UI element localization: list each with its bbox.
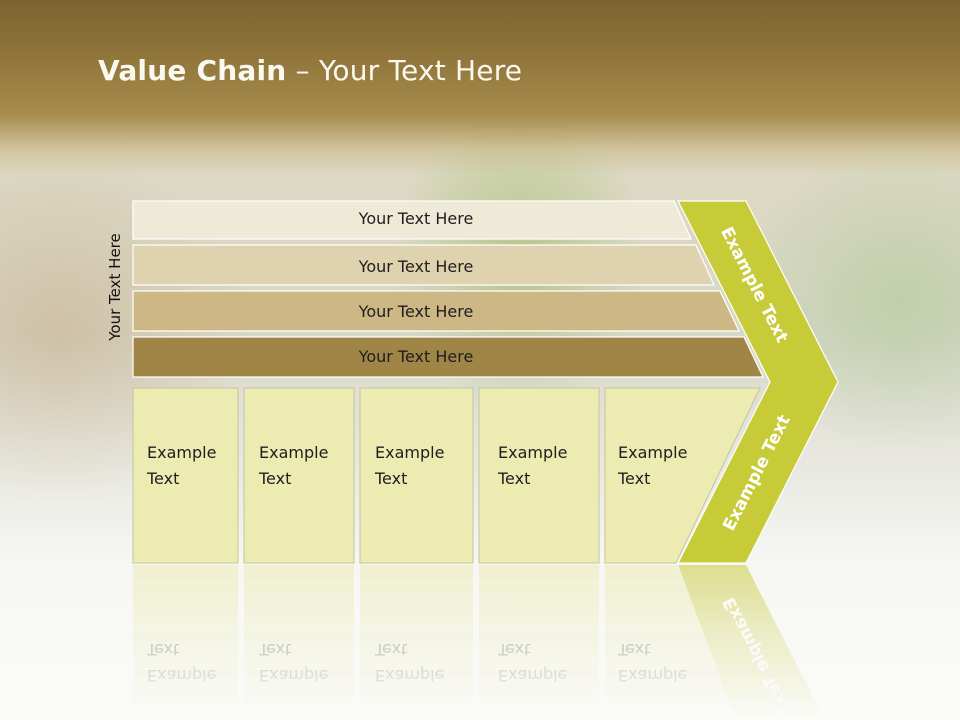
title-band [0, 0, 960, 175]
column-3-line2: Text [374, 469, 407, 488]
column-1 [132, 387, 239, 564]
bar-2 [132, 244, 715, 286]
column-4-line1-reflection: Example [498, 666, 567, 685]
column-1-line2-reflection: Text [146, 640, 179, 659]
column-4-line2-reflection: Text [497, 640, 530, 659]
column-2-reflection [244, 565, 354, 720]
bar-3-label: Your Text Here [358, 302, 474, 321]
title-bold: Value Chain [98, 54, 287, 87]
diagram-reflection: Example Text Example Text Example Text E… [133, 565, 825, 720]
column-1-line1-reflection: Example [147, 666, 216, 685]
column-4-line1: Example [498, 443, 567, 462]
column-2-line2-reflection: Text [258, 640, 291, 659]
column-5-line1-reflection: Example [618, 666, 687, 685]
column-3-reflection [360, 565, 473, 720]
bar-4-label: Your Text Here [358, 347, 474, 366]
column-4 [478, 387, 600, 564]
column-5 [604, 387, 761, 564]
column-3-line1: Example [375, 443, 444, 462]
column-5-line2-reflection: Text [617, 640, 650, 659]
column-2-line2: Text [258, 469, 291, 488]
title-rest: – Your Text Here [286, 54, 523, 87]
column-2 [243, 387, 355, 564]
column-1-line2: Text [146, 469, 179, 488]
bar-3 [132, 290, 740, 332]
chevron-reflection [678, 565, 825, 720]
bar-1 [132, 200, 692, 240]
column-3 [359, 387, 474, 564]
column-3-line2-reflection: Text [374, 640, 407, 659]
column-5-reflection [605, 565, 751, 720]
column-1-line1: Example [147, 443, 216, 462]
column-4-line2: Text [497, 469, 530, 488]
bar-2-label: Your Text Here [358, 257, 474, 276]
page-title: Value Chain – Your Text Here [98, 54, 522, 87]
bar-1-label: Your Text Here [358, 209, 474, 228]
diagram-main: Your Text Here Your Text Here Your Text … [132, 200, 839, 564]
bar-4 [132, 336, 764, 378]
column-5-line2: Text [617, 469, 650, 488]
column-4-reflection [479, 565, 599, 720]
column-1-reflection [133, 565, 238, 720]
column-2-line1-reflection: Example [259, 666, 328, 685]
column-3-line1-reflection: Example [375, 666, 444, 685]
chevron-arrow [677, 200, 839, 564]
column-2-line1: Example [259, 443, 328, 462]
column-5-line1: Example [618, 443, 687, 462]
